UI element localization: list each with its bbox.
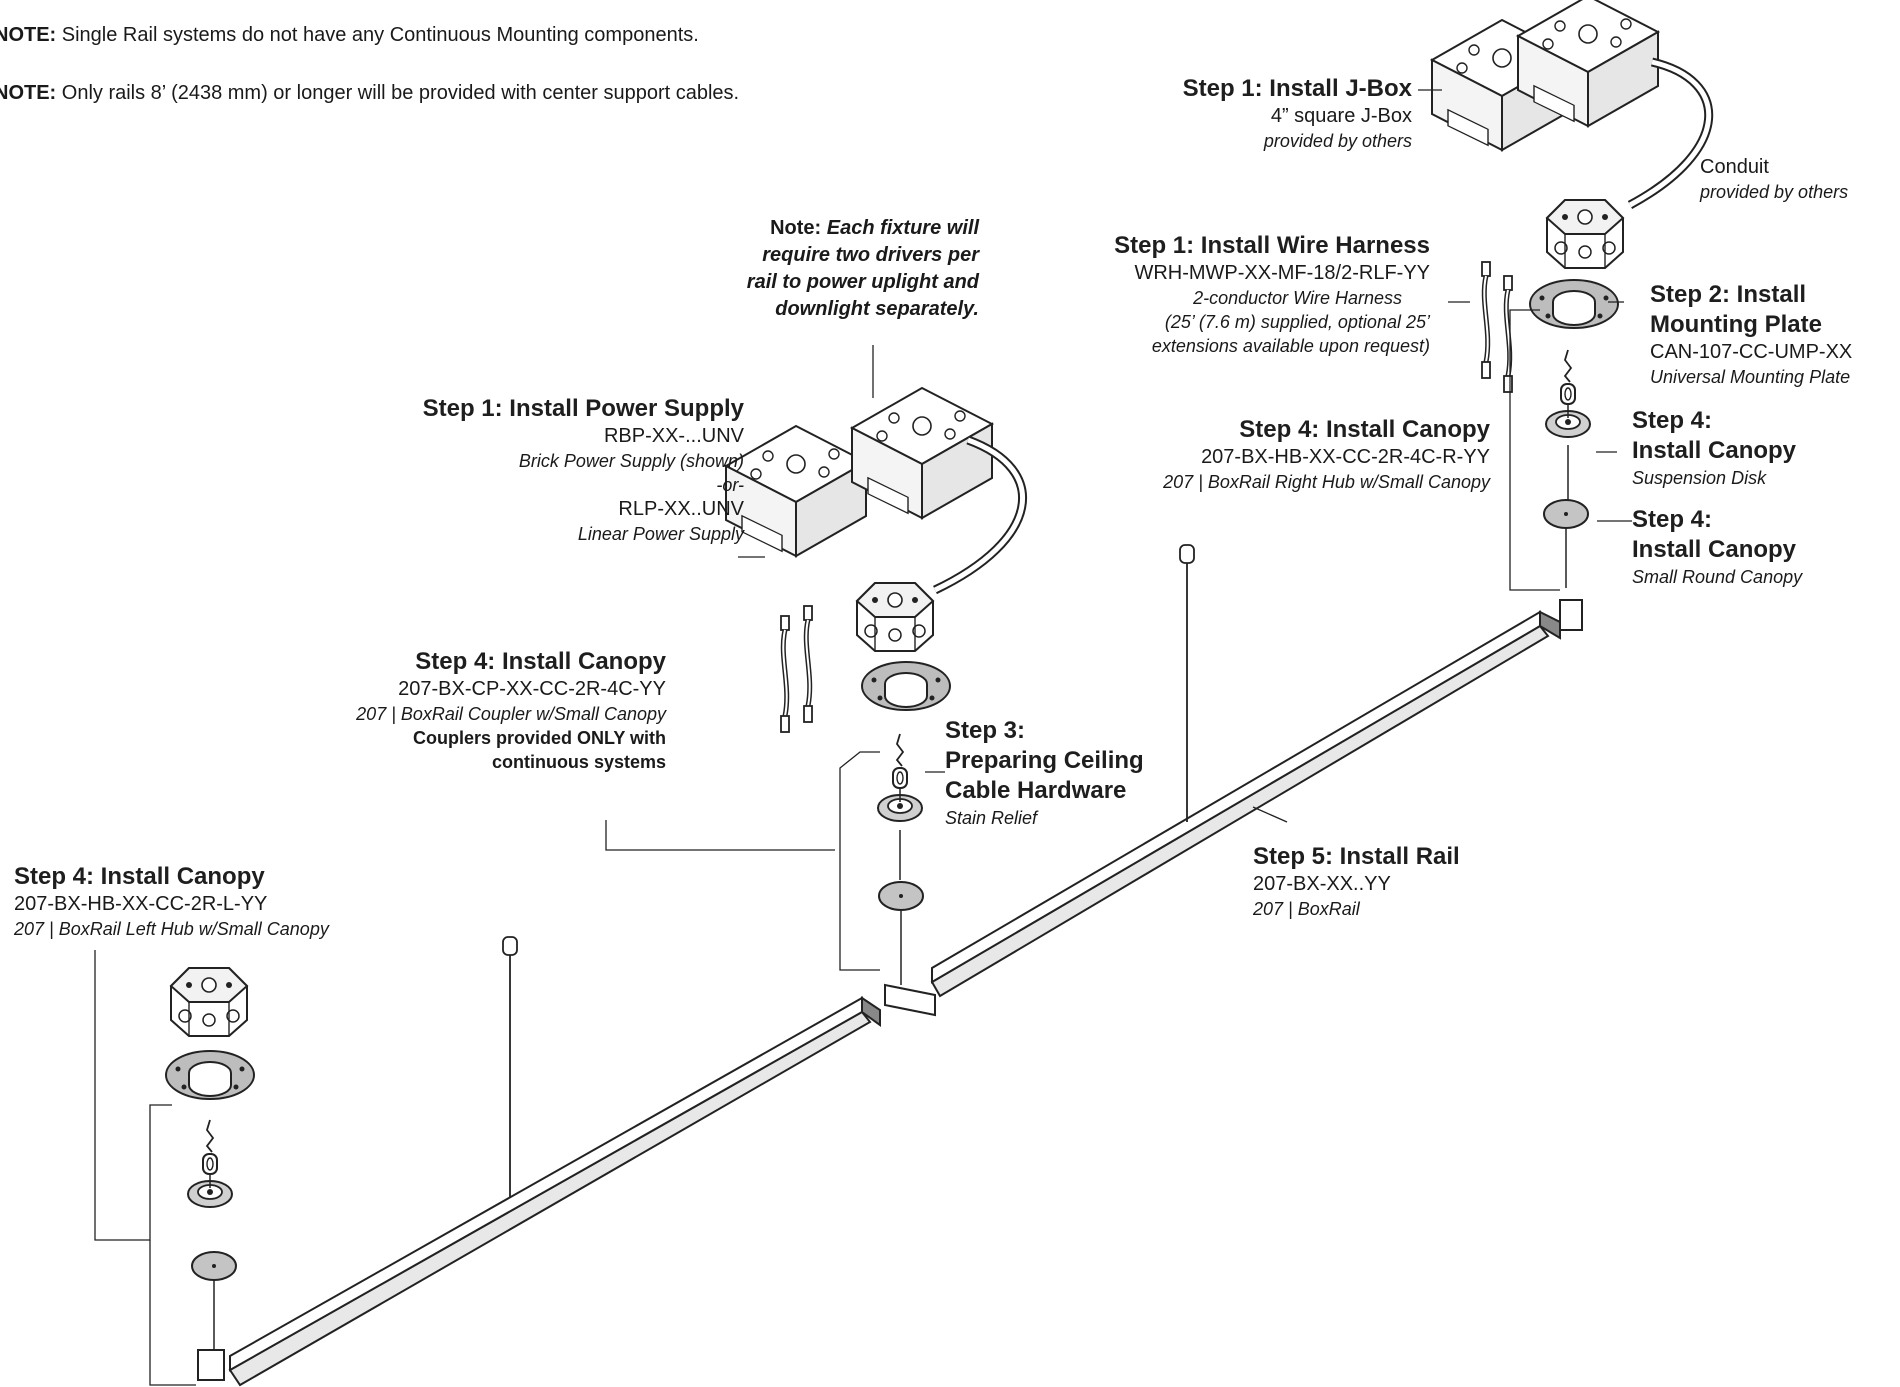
wire-harness-note2: extensions available upon request) bbox=[1151, 336, 1430, 356]
canopy-right-label: Step 4: Install Canopy 207-BX-HB-XX-CC-2… bbox=[1163, 415, 1490, 494]
conduit-title: Conduit bbox=[1700, 156, 1769, 178]
canopy-left-title: Step 4: Install Canopy bbox=[14, 863, 265, 890]
disk-middle-icon bbox=[878, 881, 924, 911]
rail-right bbox=[930, 610, 1561, 998]
power-supply-desc2: Linear Power Supply bbox=[577, 524, 744, 544]
driver-note-line: require two drivers per bbox=[762, 244, 979, 266]
mounting-plate-title2: Mounting Plate bbox=[1650, 311, 1822, 338]
hub-middle-icon bbox=[877, 733, 923, 822]
power-supply-part1: RBP-XX-...UNV bbox=[603, 425, 744, 447]
disk-right-icon bbox=[1543, 499, 1589, 529]
cable-hardware-label: Step 3: Preparing Ceiling Cable Hardware… bbox=[945, 716, 1144, 830]
wire-harness-title: Step 1: Install Wire Harness bbox=[1114, 232, 1430, 259]
mounting-plate-desc: Universal Mounting Plate bbox=[1650, 367, 1851, 387]
driver-note-line: rail to power uplight and bbox=[746, 271, 979, 293]
left-canopy-group bbox=[94, 950, 255, 1386]
cable-hardware-title1: Step 3: bbox=[945, 717, 1026, 744]
canopy-left-part: 207-BX-HB-XX-CC-2R-L-YY bbox=[14, 893, 268, 915]
conduit-note: provided by others bbox=[1700, 182, 1849, 202]
coupler-part: 207-BX-CP-XX-CC-2R-4C-YY bbox=[398, 678, 666, 700]
wire-harness-part: WRH-MWP-XX-MF-18/2-RLF-YY bbox=[1134, 262, 1430, 284]
note-single-rail: NOTE: Single Rail systems do not have an… bbox=[0, 24, 699, 47]
power-supply-left-icon bbox=[725, 425, 867, 557]
octagon-jbox-middle-icon bbox=[856, 582, 934, 652]
canopy-right-title: Step 4: Install Canopy bbox=[1239, 416, 1490, 443]
rail-end-hub-right-icon bbox=[1559, 599, 1583, 631]
rail-title: Step 5: Install Rail bbox=[1253, 843, 1460, 870]
mounting-plate-right-icon bbox=[1529, 279, 1619, 329]
note-prefix: NOTE: bbox=[0, 82, 57, 104]
support-cable-left bbox=[502, 936, 518, 1198]
driver-note-line: downlight separately. bbox=[775, 298, 979, 320]
rail-part: 207-BX-XX..YY bbox=[1253, 873, 1391, 895]
coupler-label: Step 4: Install Canopy 207-BX-CP-XX-CC-2… bbox=[356, 647, 666, 774]
note-prefix: NOTE: bbox=[0, 24, 57, 46]
power-supply-group bbox=[605, 345, 1027, 1017]
canopy-right-part: 207-BX-HB-XX-CC-2R-4C-R-YY bbox=[1201, 446, 1490, 468]
octagon-jbox-left-icon bbox=[170, 967, 248, 1037]
round-canopy-title2: Install Canopy bbox=[1632, 536, 1797, 563]
wire-harness-desc: 2-conductor Wire Harness bbox=[1193, 288, 1402, 308]
round-canopy-title1: Step 4: bbox=[1632, 506, 1713, 533]
power-supply-desc1: Brick Power Supply (shown) bbox=[518, 451, 744, 471]
coupler-desc: 207 | BoxRail Coupler w/Small Canopy bbox=[356, 704, 666, 724]
mounting-plate-label: Step 2: Install Mounting Plate CAN-107-C… bbox=[1650, 280, 1852, 389]
power-supply-right-icon bbox=[851, 387, 993, 519]
coupler-icon bbox=[884, 983, 936, 1017]
suspension-disk-title2: Install Canopy bbox=[1632, 437, 1797, 464]
driver-note: Note: Each fixture will require two driv… bbox=[747, 215, 979, 323]
mounting-plate-middle-icon bbox=[861, 661, 951, 711]
suspension-disk-label: Step 4: Install Canopy Suspension Disk bbox=[1632, 406, 1796, 490]
suspension-disk-title1: Step 4: bbox=[1632, 407, 1713, 434]
rail-label: Step 5: Install Rail 207-BX-XX..YY 207 |… bbox=[1253, 842, 1460, 921]
rail-left bbox=[228, 996, 881, 1387]
mounting-plate-part: CAN-107-CC-UMP-XX bbox=[1650, 341, 1853, 363]
jbox-note: provided by others bbox=[1263, 131, 1412, 151]
octagon-jbox-right-icon bbox=[1546, 199, 1624, 269]
wire-harness-label: Step 1: Install Wire Harness WRH-MWP-XX-… bbox=[1114, 231, 1430, 358]
canopy-left-desc: 207 | BoxRail Left Hub w/Small Canopy bbox=[14, 919, 329, 939]
suspension-disk-desc: Suspension Disk bbox=[1632, 468, 1767, 488]
round-canopy-desc: Small Round Canopy bbox=[1632, 567, 1803, 587]
round-canopy-label: Step 4: Install Canopy Small Round Canop… bbox=[1632, 505, 1802, 589]
power-supply-title: Step 1: Install Power Supply bbox=[422, 395, 744, 422]
driver-note-line: Each fixture will bbox=[826, 217, 979, 239]
mounting-plate-title1: Step 2: Install bbox=[1650, 281, 1807, 308]
power-supply-part2: RLP-XX..UNV bbox=[618, 498, 744, 520]
conduit-label: Conduit provided by others bbox=[1700, 155, 1848, 204]
mounting-plate-left-icon bbox=[165, 1050, 255, 1100]
cable-hardware-title2: Preparing Ceiling bbox=[945, 747, 1144, 774]
canopy-left-label: Step 4: Install Canopy 207-BX-HB-XX-CC-2… bbox=[14, 862, 329, 941]
coupler-note2: continuous systems bbox=[491, 752, 666, 772]
note-text: Single Rail systems do not have any Cont… bbox=[56, 24, 699, 46]
wire-harness-note1: (25’ (7.6 m) supplied, optional 25’ bbox=[1164, 312, 1430, 332]
power-supply-or: -or- bbox=[716, 475, 744, 495]
cable-hardware-desc: Stain Relief bbox=[945, 808, 1038, 828]
power-supply-label: Step 1: Install Power Supply RBP-XX-...U… bbox=[423, 394, 744, 546]
support-cable-right bbox=[1179, 544, 1195, 822]
rail-desc: 207 | BoxRail bbox=[1253, 899, 1360, 919]
coupler-title: Step 4: Install Canopy bbox=[415, 648, 666, 675]
disk-left-icon bbox=[191, 1251, 237, 1281]
jbox-right-group bbox=[1431, 0, 1714, 631]
driver-note-prefix: Note: bbox=[770, 217, 827, 239]
jbox-title: Step 1: Install J-Box bbox=[1182, 75, 1412, 102]
note-text: Only rails 8’ (2438 mm) or longer will b… bbox=[56, 82, 740, 104]
hub-right-icon bbox=[1545, 349, 1591, 438]
note-center-cables: NOTE: Only rails 8’ (2438 mm) or longer … bbox=[0, 82, 739, 105]
rail-end-hub-left-icon bbox=[197, 1349, 225, 1381]
coupler-note1: Couplers provided ONLY with bbox=[412, 728, 666, 748]
jbox-desc: 4” square J-Box bbox=[1270, 105, 1412, 127]
cable-hardware-title3: Cable Hardware bbox=[945, 777, 1127, 804]
hub-left-icon bbox=[187, 1119, 233, 1208]
canopy-right-desc: 207 | BoxRail Right Hub w/Small Canopy bbox=[1163, 472, 1490, 492]
jbox-label: Step 1: Install J-Box 4” square J-Box pr… bbox=[1183, 74, 1412, 153]
